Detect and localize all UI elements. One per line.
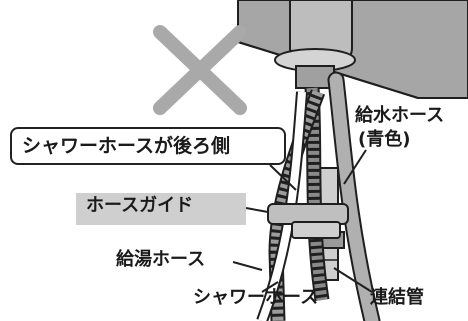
callout-leader <box>269 164 297 191</box>
hose-guide-clip <box>267 203 349 239</box>
hot-water-hose-label: 給湯ホース <box>116 249 206 270</box>
water-hose-leader <box>343 149 367 185</box>
hot-hose-leader <box>232 261 263 271</box>
pipe-leader <box>333 267 373 293</box>
hose-guide-label: ホースガイド <box>86 195 194 216</box>
shower-hose-leader <box>261 281 279 293</box>
callout-label: シャワーホースが後ろ側 <box>22 135 231 157</box>
water-hose-label: 給水ホース <box>355 105 445 126</box>
connecting-pipe-label: 連結管 <box>370 287 424 308</box>
incorrect-x-mark <box>153 25 247 115</box>
hose-guide-leader <box>245 207 269 213</box>
callout-box <box>10 127 286 165</box>
shower-hose-label: シャワーホース <box>193 287 319 308</box>
water-hose-color-label: (青色) <box>358 129 411 150</box>
shower-hose-braided <box>268 89 326 321</box>
hose-guide-label-box <box>76 193 246 225</box>
